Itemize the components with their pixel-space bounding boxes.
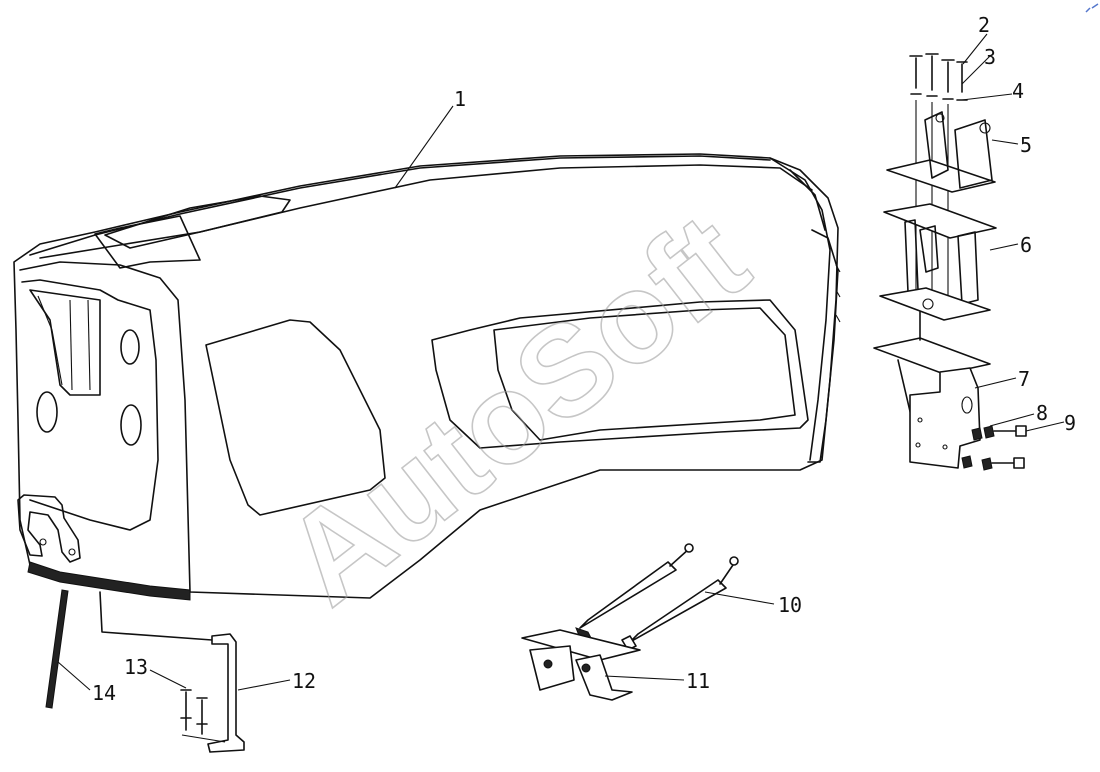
callout-9: 9 (1064, 411, 1076, 435)
callout-3: 3 (984, 45, 996, 69)
gas-struts (575, 543, 739, 651)
callout-2: 2 (978, 13, 990, 37)
callout-12: 12 (292, 669, 316, 693)
hinge-stack (873, 53, 1027, 471)
callout-8: 8 (1036, 401, 1048, 425)
side-bolts (961, 425, 1027, 471)
callout-14: 14 (92, 681, 116, 705)
seal-strip (45, 589, 69, 709)
prop-rod (99, 591, 245, 753)
hood-latch (521, 629, 641, 701)
corner-mark-icon (1085, 3, 1099, 13)
callout-11: 11 (686, 669, 710, 693)
hood-assembly (13, 153, 841, 601)
callout-10: 10 (778, 593, 802, 617)
bolt-row (909, 53, 968, 101)
callout-5: 5 (1020, 133, 1032, 157)
leader-lines (57, 33, 1065, 691)
callout-4: 4 (1012, 79, 1024, 103)
callout-labels: 1 2 3 4 5 6 7 8 9 10 11 12 13 14 (92, 13, 1076, 705)
callout-7: 7 (1018, 367, 1030, 391)
callout-6: 6 (1020, 233, 1032, 257)
callout-13: 13 (124, 655, 148, 679)
callout-1: 1 (454, 87, 466, 111)
